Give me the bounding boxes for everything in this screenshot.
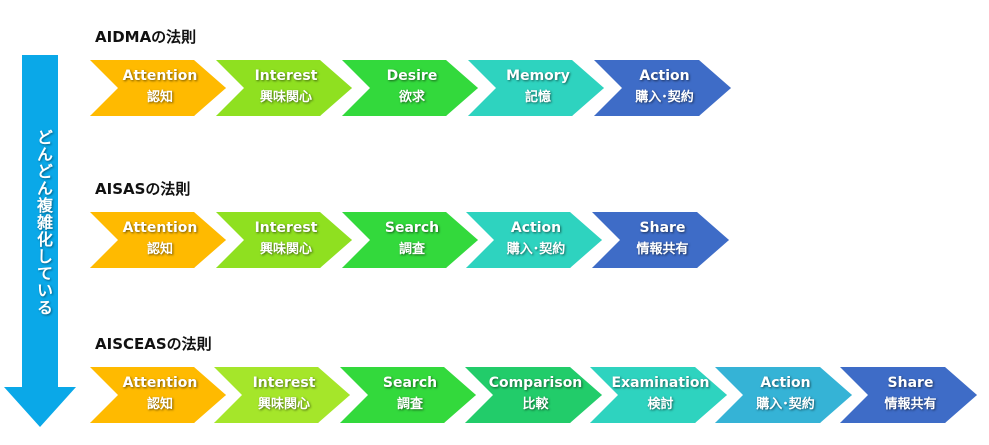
- step-en-label: Search: [384, 220, 440, 236]
- step-ja-label: 認知: [146, 397, 173, 412]
- step-chevron: Attention 認知: [90, 367, 226, 423]
- step-ja-label: 情報共有: [884, 397, 937, 412]
- step-ja-label: 購入･契約: [756, 397, 815, 412]
- step-en-label: Interest: [254, 68, 318, 84]
- step-chevron: Desire 欲求: [342, 60, 478, 116]
- step-chevron: Action 購入･契約: [715, 367, 852, 423]
- step-en-label: Action: [760, 375, 811, 391]
- step-en-label: Attention: [122, 220, 198, 236]
- step-chevron: Interest 興味関心: [216, 60, 352, 116]
- step-ja-label: 調査: [396, 397, 423, 412]
- step-en-label: Interest: [252, 375, 316, 391]
- step-chevron: Interest 興味関心: [214, 367, 350, 423]
- complexity-arrow-label: どんどん複雑化している: [34, 129, 53, 316]
- model-title-aidma: AIDMAの法則: [95, 28, 197, 46]
- step-en-label: Search: [382, 375, 438, 391]
- step-en-label: Comparison: [488, 375, 583, 391]
- step-en-label: Desire: [386, 68, 438, 84]
- step-chevron: Interest 興味関心: [216, 212, 352, 268]
- step-chevron: Attention 認知: [90, 60, 226, 116]
- step-ja-label: 調査: [398, 242, 425, 257]
- step-en-label: Memory: [506, 68, 570, 84]
- step-chevron: Share 情報共有: [592, 212, 729, 268]
- complexity-arrow: どんどん複雑化している: [0, 55, 80, 435]
- step-ja-label: 情報共有: [636, 242, 689, 257]
- step-ja-label: 比較: [522, 397, 549, 412]
- step-ja-label: 認知: [146, 242, 173, 257]
- model-title-aisceas: AISCEASの法則: [95, 335, 212, 353]
- step-ja-label: 記憶: [524, 90, 551, 105]
- step-chevron: Memory 記憶: [468, 60, 604, 116]
- step-chevron: Attention 認知: [90, 212, 226, 268]
- step-chevron: Action 購入･契約: [466, 212, 602, 268]
- step-ja-label: 検討: [647, 397, 674, 412]
- step-en-label: Attention: [122, 68, 198, 84]
- model-title-aisas: AISASの法則: [95, 180, 191, 198]
- step-en-label: Examination: [611, 375, 710, 391]
- step-chevron: Examination 検討: [590, 367, 727, 423]
- step-chevron: Share 情報共有: [840, 367, 977, 423]
- step-en-label: Attention: [122, 375, 198, 391]
- step-ja-label: 購入･契約: [635, 90, 694, 105]
- step-chevron: Search 調査: [340, 367, 476, 423]
- step-en-label: Action: [510, 220, 562, 236]
- step-chevron: Action 購入･契約: [594, 60, 731, 116]
- step-en-label: Action: [639, 68, 690, 84]
- step-chevron: Comparison 比較: [465, 367, 602, 423]
- step-ja-label: 興味関心: [257, 397, 310, 412]
- step-ja-label: 興味関心: [259, 90, 312, 105]
- step-ja-label: 興味関心: [259, 242, 312, 257]
- step-en-label: Interest: [254, 220, 318, 236]
- step-en-label: Share: [639, 220, 686, 236]
- step-ja-label: 購入･契約: [506, 242, 566, 257]
- step-ja-label: 欲求: [398, 90, 425, 105]
- step-ja-label: 認知: [146, 90, 173, 105]
- step-en-label: Share: [887, 375, 934, 391]
- step-chevron: Search 調査: [342, 212, 478, 268]
